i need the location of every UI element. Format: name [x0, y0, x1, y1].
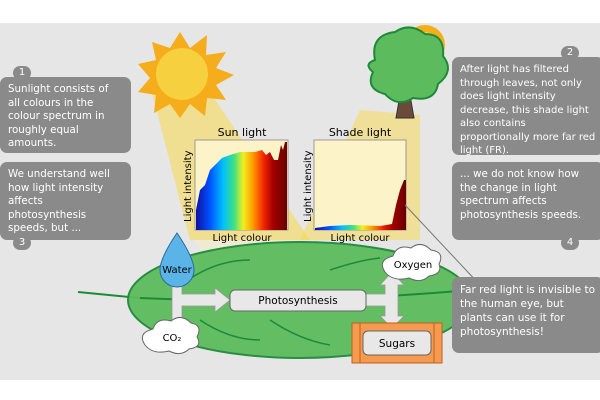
note-3-badge: 3: [13, 236, 31, 250]
water-drop-icon: [159, 232, 195, 288]
tree-icon: [367, 26, 449, 119]
far-red-note: Far red light is invisible to the human …: [452, 277, 600, 353]
sun-spectrum-area: [196, 142, 287, 230]
sun-chart-title: Sun light: [218, 126, 267, 139]
water-label: Water: [162, 265, 192, 276]
photosynthesis-label: Photosynthesis: [258, 295, 337, 307]
note-1-badge: 1: [13, 66, 31, 80]
shade-chart-xlabel: Light colour: [330, 233, 390, 244]
sun-chart-xlabel: Light colour: [212, 233, 272, 244]
note-3: We understand well how light intensity a…: [0, 162, 131, 240]
note-1: Sunlight consists of all colours in the …: [0, 77, 131, 153]
shade-light-chart: [313, 139, 407, 231]
note-4: ... we do not know how the change in lig…: [452, 162, 600, 240]
note-4-badge: 4: [561, 236, 579, 250]
co2-cloud-icon: [141, 317, 200, 355]
sugars-label: Sugars: [379, 338, 415, 350]
note-2: After light has filtered through leaves,…: [452, 57, 600, 156]
oxygen-label: Oxygen: [394, 260, 433, 271]
shade-spectrum-area: [315, 180, 406, 230]
photosynthesis-box: [229, 289, 367, 312]
co2-label: CO₂: [163, 333, 182, 344]
sun-light-chart: [194, 139, 289, 231]
sun-chart-ylabel: Light intensity: [183, 150, 194, 222]
shade-chart-ylabel: Light intensity: [303, 150, 314, 222]
sugars-label-box: [362, 330, 432, 356]
oxygen-cloud-icon: [381, 244, 442, 282]
shade-chart-title: Shade light: [329, 126, 392, 139]
far-red-pointer-line: [404, 204, 481, 286]
note-2-badge: 2: [561, 46, 579, 60]
sun-icon: [138, 32, 234, 118]
